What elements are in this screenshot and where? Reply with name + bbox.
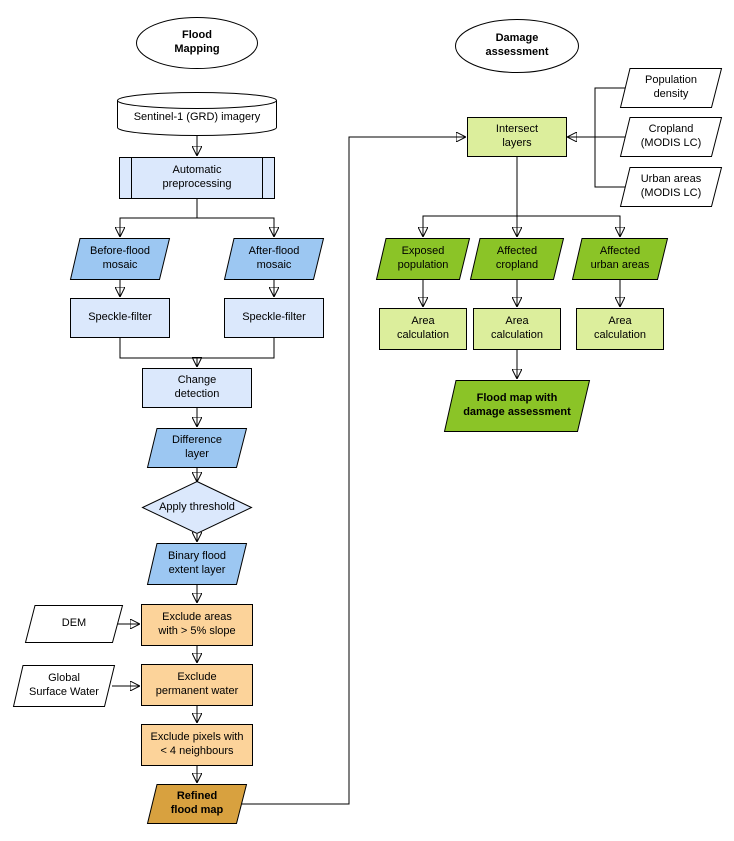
node-affected-cropland: Affected cropland [469,238,565,280]
parallelogram-shape [571,238,669,280]
node-sentinel-imagery: Sentinel-1 (GRD) imagery [117,92,277,136]
parallelogram-shape [24,605,124,643]
rectangle-shape [141,724,253,766]
parallelogram-shape [619,117,723,157]
rectangle-shape [473,308,561,350]
node-exclude-slope: Exclude areas with > 5% slope [141,604,253,646]
parallelogram-shape [443,380,591,432]
node-affected-urban-areas: Affected urban areas [571,238,669,280]
node-global-surface-water: Global Surface Water [12,665,116,707]
connector-intersect-exposed [423,215,517,236]
node-refined-flood-map: Refined flood map [146,784,248,824]
ellipse-shape [136,17,258,69]
node-label: Exclude areas with > 5% slope [158,611,236,637]
node-before-flood-mosaic: Before-flood mosaic [69,238,171,280]
node-label: Speckle-filter [88,311,152,324]
node-change-detection: Change detection [142,368,252,408]
node-exposed-population: Exposed population [375,238,471,280]
node-label: Area calculation [397,315,449,341]
parallelogram-shape [223,238,325,280]
node-label: Automatic preprocessing [162,164,232,190]
node-label: Flood map with damage assessment [463,392,571,418]
node-label: DEM [61,617,87,630]
parallelogram-shape [146,428,248,468]
node-area-calc-cropland: Area calculation [473,308,561,350]
parallelogram-shape [12,665,116,707]
node-population-density: Population density [619,68,723,108]
predefined-process-shape [119,157,275,199]
node-area-calc-population: Area calculation [379,308,467,350]
connector-refined-intersect [242,137,465,805]
node-label: Change detection [174,374,220,400]
node-damage-assessment-title: Damage assessment [455,19,579,73]
node-label: Area calculation [594,315,646,341]
node-label: Urban areas (MODIS LC) [640,173,702,199]
connector-preprocessing-before [120,199,198,236]
rectangle-shape [576,308,664,350]
node-apply-threshold: Apply threshold [141,480,253,535]
parallelogram-shape [375,238,471,280]
node-label: Before-flood mosaic [90,245,150,271]
node-area-calc-urban: Area calculation [576,308,664,350]
node-label: Apply threshold [159,500,235,513]
node-intersect-layers: Intersect layers [467,117,567,157]
parallelogram-shape [146,784,248,824]
node-dem: DEM [24,605,124,643]
node-label: Binary flood extent layer [167,550,227,576]
ellipse-shape [455,19,579,73]
rectangle-shape [379,308,467,350]
connector-speckle-right-change [197,338,275,359]
parallelogram-shape [146,543,248,585]
node-cropland-modis: Cropland (MODIS LC) [619,117,723,157]
connector-intersect-affectedurban [517,215,620,236]
rectangle-shape [224,298,324,338]
node-label: Cropland (MODIS LC) [640,123,702,149]
node-label: Intersect layers [495,123,539,149]
node-label: Population density [645,74,697,100]
node-label: After-flood mosaic [248,245,300,271]
node-difference-layer: Difference layer [146,428,248,468]
node-exclude-permanent-water: Exclude permanent water [141,664,253,706]
node-label: Speckle-filter [242,311,306,324]
node-label: Area calculation [491,315,543,341]
connector-speckle-left-change [119,338,197,366]
parallelogram-shape [469,238,565,280]
node-speckle-filter-left: Speckle-filter [70,298,170,338]
node-label: Global Surface Water [29,672,99,698]
node-binary-flood-extent: Binary flood extent layer [146,543,248,585]
node-label: Flood Mapping [174,29,220,55]
cylinder-shape [117,92,277,136]
node-exclude-pixels: Exclude pixels with < 4 neighbours [141,724,253,766]
node-label: Sentinel-1 (GRD) imagery [133,111,261,124]
parallelogram-shape [619,167,723,207]
node-label: Difference layer [172,434,222,460]
node-label: Damage assessment [485,32,549,58]
node-label: Exclude permanent water [155,671,239,697]
parallelogram-shape [69,238,171,280]
rectangle-shape [142,368,252,408]
rectangle-shape [467,117,567,157]
node-automatic-preprocessing: Automatic preprocessing [119,157,275,199]
parallelogram-shape [619,68,723,108]
rectangle-shape [141,604,253,646]
diamond-shape [141,480,253,535]
node-label: Affected cropland [495,245,539,271]
node-label: Exclude pixels with < 4 neighbours [150,731,244,757]
node-flood-map-damage-assessment: Flood map with damage assessment [443,380,591,432]
rectangle-shape [141,664,253,706]
node-label: Refined flood map [170,790,224,816]
node-urban-areas-modis: Urban areas (MODIS LC) [619,167,723,207]
node-flood-mapping-title: Flood Mapping [136,17,258,69]
node-after-flood-mosaic: After-flood mosaic [223,238,325,280]
connector-preprocessing-after [197,217,274,236]
rectangle-shape [70,298,170,338]
node-label: Exposed population [397,245,449,271]
node-speckle-filter-right: Speckle-filter [224,298,324,338]
node-label: Affected urban areas [590,245,650,271]
